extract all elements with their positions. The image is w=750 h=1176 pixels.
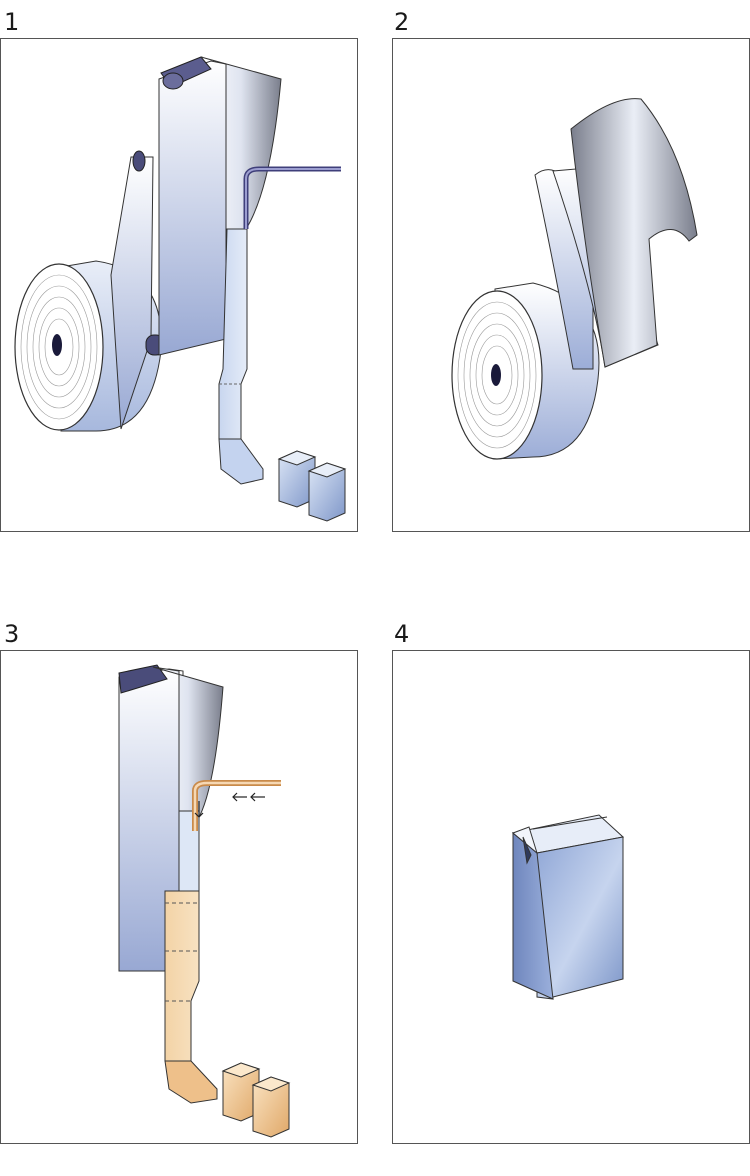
step-1-illustration bbox=[14, 56, 347, 522]
step-number-1: 1 bbox=[4, 8, 20, 36]
step-number-4: 4 bbox=[394, 620, 410, 648]
panel-step-4 bbox=[392, 650, 750, 1144]
panel-step-3 bbox=[0, 650, 358, 1144]
panel-step-2 bbox=[392, 38, 750, 532]
paper-roll bbox=[451, 290, 543, 460]
web-twist bbox=[570, 98, 698, 368]
guide-roller bbox=[132, 150, 146, 172]
step-4-illustration bbox=[511, 814, 625, 1000]
finished-carton bbox=[511, 814, 625, 1000]
step-number-2: 2 bbox=[394, 8, 410, 36]
panel-step-1 bbox=[0, 38, 358, 532]
package-2 bbox=[307, 462, 347, 522]
web-first-span bbox=[110, 156, 154, 430]
arrow-down-icon bbox=[194, 801, 204, 818]
web-vertical bbox=[158, 60, 227, 356]
tube-filled-product bbox=[164, 890, 200, 1062]
top-roller bbox=[118, 664, 168, 694]
step-number-3: 3 bbox=[4, 620, 20, 648]
tube-bend bbox=[164, 1060, 218, 1104]
tube-bend bbox=[218, 438, 264, 485]
step-2-illustration bbox=[451, 98, 698, 460]
package-1 bbox=[277, 450, 317, 508]
arrow-left-icon bbox=[232, 792, 265, 802]
package-1 bbox=[221, 1062, 261, 1122]
step-3-illustration bbox=[118, 664, 291, 1138]
package-2 bbox=[251, 1076, 291, 1138]
web-lower-span bbox=[534, 169, 594, 370]
paper-roll bbox=[14, 263, 104, 431]
